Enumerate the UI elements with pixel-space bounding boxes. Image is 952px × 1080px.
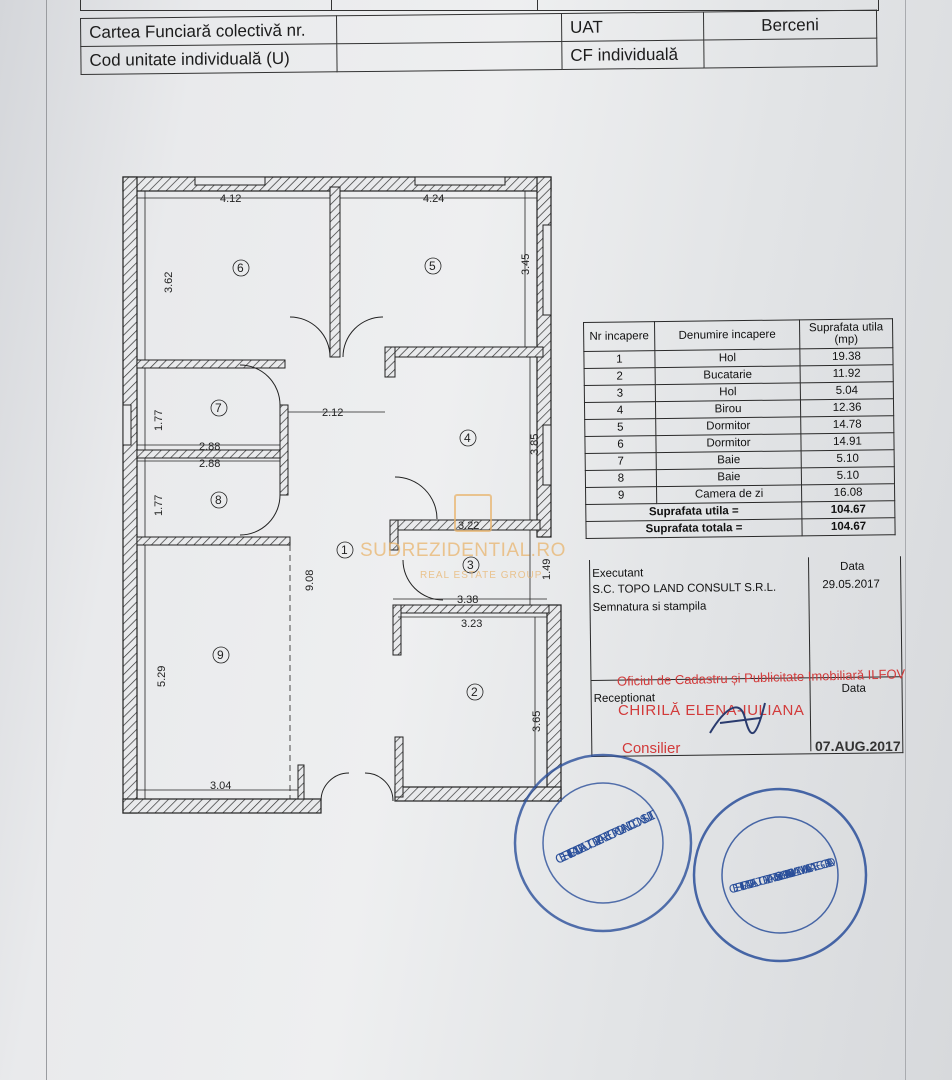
cell-nr: 1: [583, 350, 656, 369]
dim-3-22: 3.22: [458, 520, 479, 532]
cell-nr: 4: [584, 401, 656, 420]
header-cf-individual-label: CF individuală: [561, 39, 704, 70]
cell-name: Hol: [654, 348, 801, 368]
cell-area: 5.10: [801, 449, 895, 468]
cell-nr: 7: [585, 452, 657, 471]
cell-nr: 6: [584, 435, 657, 454]
page-border-right: [905, 0, 906, 1080]
total-label: Suprafata totala =: [585, 518, 803, 539]
signature: [709, 702, 766, 735]
doors: [239, 316, 444, 802]
watermark-logo: [454, 494, 492, 532]
interior-walls: [136, 186, 550, 800]
ocpi-date-stamp: 07.AUG.2017: [815, 738, 901, 754]
cell-nr: 8: [585, 469, 657, 488]
cell-name: Hol: [655, 382, 801, 402]
seal2-text: CERTIFICAT DE AUTORIZARE Seria RO-B-F Nr…: [727, 854, 837, 896]
col-header-nr: Nr incapere: [583, 321, 655, 352]
dim-2-88-top: 2.88: [199, 441, 220, 453]
cell-nr: 2: [584, 367, 656, 386]
dim-1-77-top: 1.77: [153, 410, 165, 431]
dim-2-12: 2.12: [322, 407, 343, 419]
header-code-label: Cod unitate individuală (U): [80, 43, 338, 75]
ocpi-name-stamp: CHIRILĂ ELENA-IULIANA: [618, 702, 805, 719]
executant-label: Executant: [592, 567, 644, 580]
cell-name: Bucatarie: [655, 365, 801, 385]
total-value: 104.67: [801, 517, 896, 536]
seal1-text: CERTIFICAT DE AUTORIZARE TOPO LAND CONSU…: [553, 807, 659, 867]
executant-sign-label: Semnatura si stampila: [592, 600, 707, 614]
cell-area: 19.38: [799, 347, 894, 366]
seal-vlad-mihail: CERTIFICAT DE AUTORIZARE Seria RO-B-F Nr…: [692, 787, 868, 963]
dimension-lines: [137, 191, 547, 799]
top-table-fragment: [80, 0, 879, 11]
seal-topo-land: CERTIFICAT DE AUTORIZARE TOPO LAND CONSU…: [513, 753, 693, 933]
cell-name: Birou: [655, 399, 801, 419]
cell-area: 12.36: [800, 398, 894, 417]
cell-name: Baie: [656, 450, 802, 470]
executant-company: S.C. TOPO LAND CONSULT S.R.L.: [592, 581, 777, 596]
total-row: Suprafata totala =104.67: [585, 517, 896, 539]
cell-area: 14.91: [800, 432, 895, 451]
cadastral-header-table: Cartea Funciară colectivă nr. UAT Bercen…: [80, 10, 878, 75]
header-uat-label: UAT: [561, 11, 704, 42]
page-border-left: [46, 0, 47, 1080]
dim-3-04: 3.04: [210, 780, 231, 792]
executant-date-value: 29.05.2017: [822, 578, 880, 592]
header-uat-value: Berceni: [703, 10, 877, 40]
cell-name: Dormitor: [655, 416, 801, 436]
header-cf-label: Cartea Funciară colectivă nr.: [80, 15, 337, 47]
dim-3-85: 3.85: [529, 434, 541, 455]
cell-area: 11.92: [800, 364, 894, 383]
cell-area: 5.04: [800, 381, 894, 400]
executant-date-label: Data: [840, 560, 865, 573]
dim-3-23: 3.23: [461, 618, 482, 630]
cell-name: Camera de zi: [656, 484, 802, 504]
room-number-9: 9: [217, 648, 224, 662]
room-number-8: 8: [215, 493, 222, 507]
dim-3-65: 3.65: [531, 711, 543, 732]
col-header-name: Denumire incapere: [654, 319, 800, 351]
cell-nr: 5: [584, 418, 656, 437]
header-cf-individual-value: [703, 38, 878, 68]
room-number-3: 3: [467, 558, 474, 572]
exterior-walls: [122, 176, 562, 814]
dim-9-08: 9.08: [304, 570, 316, 591]
watermark-text: SUDREZIDENTIAL.RO: [360, 540, 566, 561]
room-number-5: 5: [429, 259, 436, 273]
col-header-area: Suprafata utila (mp): [799, 318, 893, 349]
received-date-label: Data: [841, 682, 866, 695]
room-number-7: 7: [215, 401, 222, 415]
cell-area: 5.10: [801, 466, 895, 485]
dim-4-12: 4.12: [220, 193, 241, 205]
room-number-4: 4: [464, 431, 471, 445]
dim-3-62: 3.62: [163, 272, 175, 293]
cell-area: 14.78: [800, 415, 894, 434]
cell-area: 16.08: [801, 483, 895, 502]
room-number-2: 2: [471, 685, 478, 699]
watermark-subtext: REAL ESTATE GROUP: [420, 570, 543, 581]
cell-name: Baie: [656, 467, 802, 487]
floor-plan: 4.12 4.24 3.62 3.45 1.77 2.12 3.85 2.88 …: [115, 165, 575, 830]
room-number-6: 6: [237, 261, 244, 275]
total-useful-value: 104.67: [801, 500, 895, 519]
ocpi-role-stamp: Consilier: [622, 740, 681, 757]
dim-1-77-bottom: 1.77: [153, 495, 165, 516]
cell-name: Dormitor: [655, 433, 802, 453]
dim-4-24: 4.24: [423, 193, 444, 205]
dim-3-38: 3.38: [457, 594, 478, 606]
room-number-1: 1: [341, 543, 348, 557]
cell-nr: 9: [585, 486, 657, 505]
dim-3-45: 3.45: [520, 254, 532, 275]
header-code-value: [336, 41, 562, 72]
header-cf-value: [336, 13, 562, 44]
rooms-area-table: Nr incapere Denumire incapere Suprafata …: [583, 318, 896, 539]
cell-nr: 3: [584, 384, 656, 403]
dim-1-49: 1.49: [541, 559, 553, 580]
dim-5-29: 5.29: [156, 666, 168, 687]
dim-2-88-bottom: 2.88: [199, 458, 220, 470]
